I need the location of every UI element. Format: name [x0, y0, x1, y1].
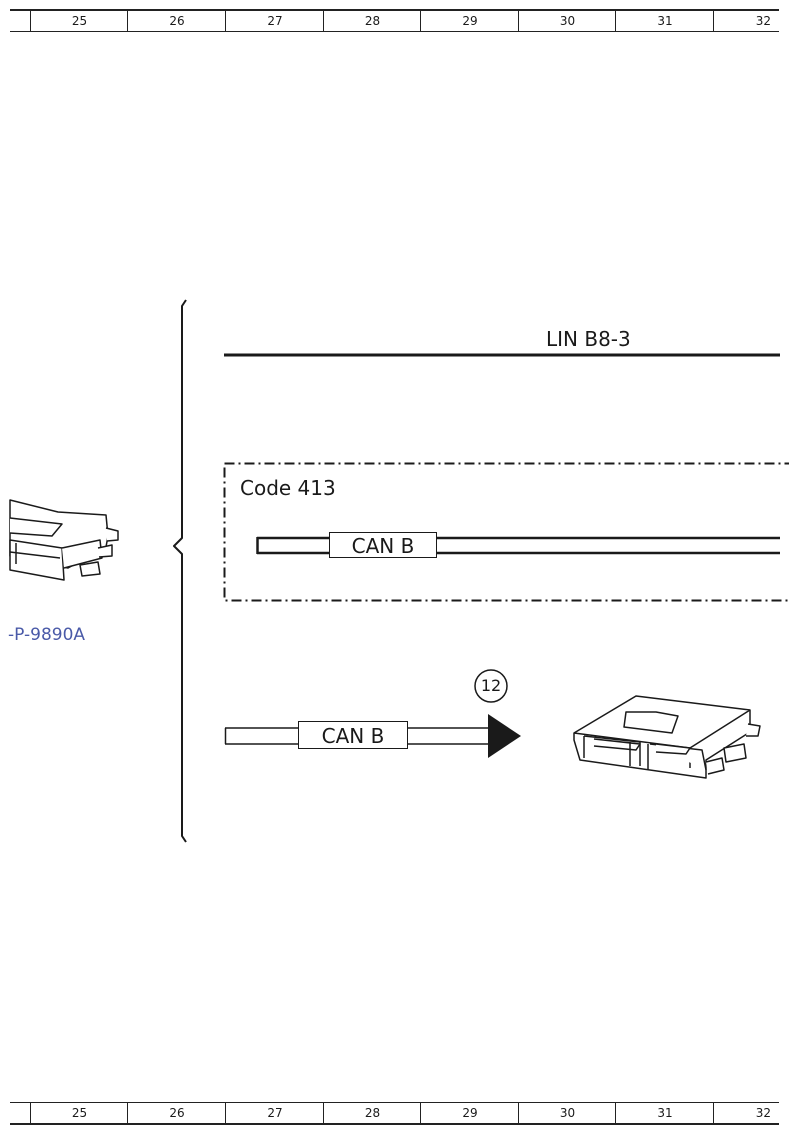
- ruler-cell: 32: [713, 1103, 779, 1123]
- ruler-cell: 31: [615, 1103, 714, 1123]
- part-number-link[interactable]: -P-9890A: [8, 625, 86, 645]
- ruler-cell: 28: [323, 1103, 421, 1123]
- ruler-cell: 25: [30, 11, 128, 31]
- control-module-left-icon: [9, 499, 119, 581]
- column-ruler-top: 25 26 27 28 29 30 31 32: [10, 9, 779, 32]
- ruler-cell: 32: [713, 11, 779, 31]
- ruler-cell: 28: [323, 11, 421, 31]
- ruler-cell: 30: [518, 11, 616, 31]
- ruler-cell: 29: [420, 1103, 519, 1123]
- can-b-label-upper: CAN B: [329, 532, 437, 558]
- reference-number: 12: [480, 676, 502, 695]
- ruler-cell: 31: [615, 11, 714, 31]
- ruler-cell: 27: [225, 11, 324, 31]
- option-code-label: Code 413: [240, 476, 336, 500]
- can-b-label-lower: CAN B: [298, 721, 408, 749]
- arrow-head-icon: [488, 714, 521, 758]
- option-code-box: [223, 462, 789, 602]
- grouping-brace: [173, 299, 187, 843]
- lin-bus-label: LIN B8-3: [546, 327, 631, 351]
- column-ruler-bottom: 25 26 27 28 29 30 31 32: [10, 1102, 779, 1125]
- ruler-cell: 26: [127, 11, 226, 31]
- reference-circle: [474, 669, 508, 703]
- ruler-cell: 30: [518, 1103, 616, 1123]
- ruler-cell: 27: [225, 1103, 324, 1123]
- control-module-right-icon: [573, 695, 761, 779]
- ruler-cell: 29: [420, 11, 519, 31]
- ruler-cell: 26: [127, 1103, 226, 1123]
- ruler-cell: 25: [30, 1103, 128, 1123]
